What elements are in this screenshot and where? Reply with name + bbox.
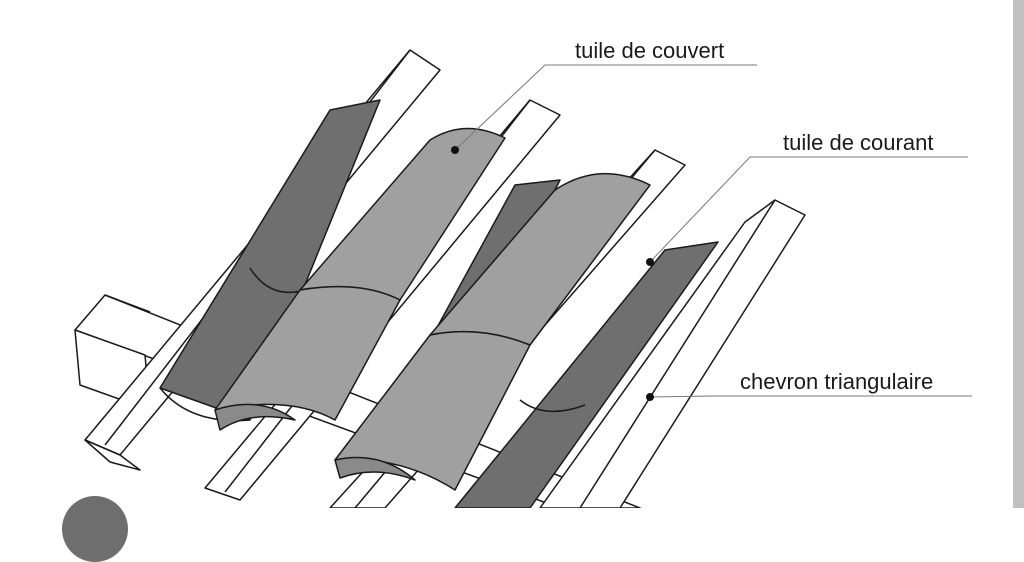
rafter-label: chevron triangulaire <box>740 369 933 394</box>
rafter-dot <box>646 393 654 401</box>
cover-tile-label: tuile de couvert <box>575 38 724 63</box>
floating-action-button[interactable] <box>62 496 128 562</box>
scrollbar[interactable] <box>1013 0 1024 508</box>
cover-tile-dot <box>451 146 459 154</box>
cover-tile-leader <box>454 64 757 151</box>
channel-tile <box>454 241 719 508</box>
channel-tile-dot <box>646 258 654 266</box>
cover-tile <box>214 127 506 431</box>
channel-tile-leader <box>649 156 968 263</box>
roof-tile-diagram: tuile de couvert tuile de courant chevro… <box>74 38 972 508</box>
cover-tile <box>334 172 651 491</box>
rafter <box>539 199 806 508</box>
channel-tile-label: tuile de courant <box>783 130 933 155</box>
rafter-leader <box>649 395 972 398</box>
